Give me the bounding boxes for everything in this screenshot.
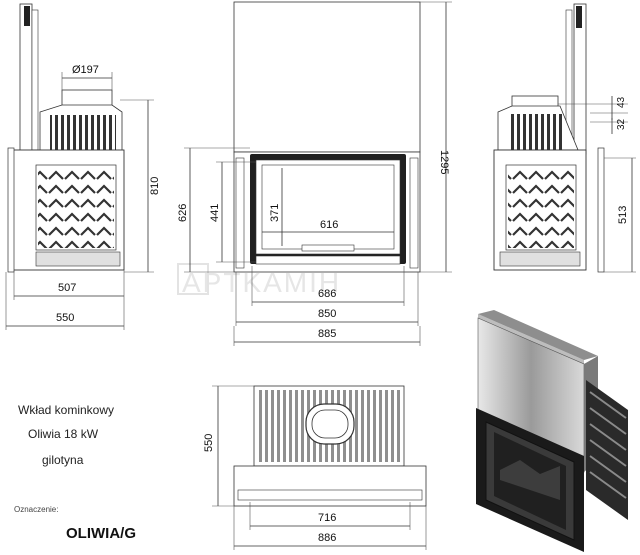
- dim-top-width-outer: 886: [318, 532, 336, 544]
- designation-label: Oznaczenie:: [14, 505, 59, 514]
- dim-right-height: 513: [617, 206, 629, 224]
- dim-right-collar: 32: [616, 118, 627, 130]
- dim-width-mid: 850: [318, 308, 336, 320]
- dim-total-height: 1295: [438, 150, 450, 174]
- top-view: 550 716 886: [203, 385, 427, 550]
- dim-glass-width: 616: [320, 219, 338, 231]
- dim-frame-height: 441: [209, 204, 221, 222]
- front-view: 1295 626 441 371 616 686 850 885: [177, 1, 452, 346]
- dim-door-height: 626: [177, 204, 189, 222]
- dim-width-outer: 885: [318, 328, 336, 340]
- side-view-left: Ø197 810 507 550: [5, 3, 161, 330]
- dim-top-width-inner: 716: [318, 512, 336, 524]
- dim-width-inner: 686: [318, 288, 336, 300]
- watermark-logo: [177, 263, 209, 295]
- fireplace-3d-render: [476, 310, 628, 552]
- dim-glass-height: 371: [269, 204, 281, 222]
- side-view-right: 43 32 513: [493, 3, 636, 273]
- product-line-3: gilotyna: [42, 453, 84, 467]
- dim-side-depth-outer: 550: [56, 312, 74, 324]
- dim-flue-diameter: Ø197: [72, 64, 99, 76]
- dim-side-height: 810: [149, 177, 161, 195]
- dim-top-depth: 550: [203, 434, 215, 452]
- product-line-2: Oliwia 18 kW: [28, 427, 99, 441]
- product-line-1: Wkład kominkowy: [18, 403, 115, 417]
- designation-code: OLIWIA/G: [66, 525, 136, 542]
- dim-right-top-offset: 43: [616, 96, 627, 108]
- dim-side-depth-inner: 507: [58, 282, 76, 294]
